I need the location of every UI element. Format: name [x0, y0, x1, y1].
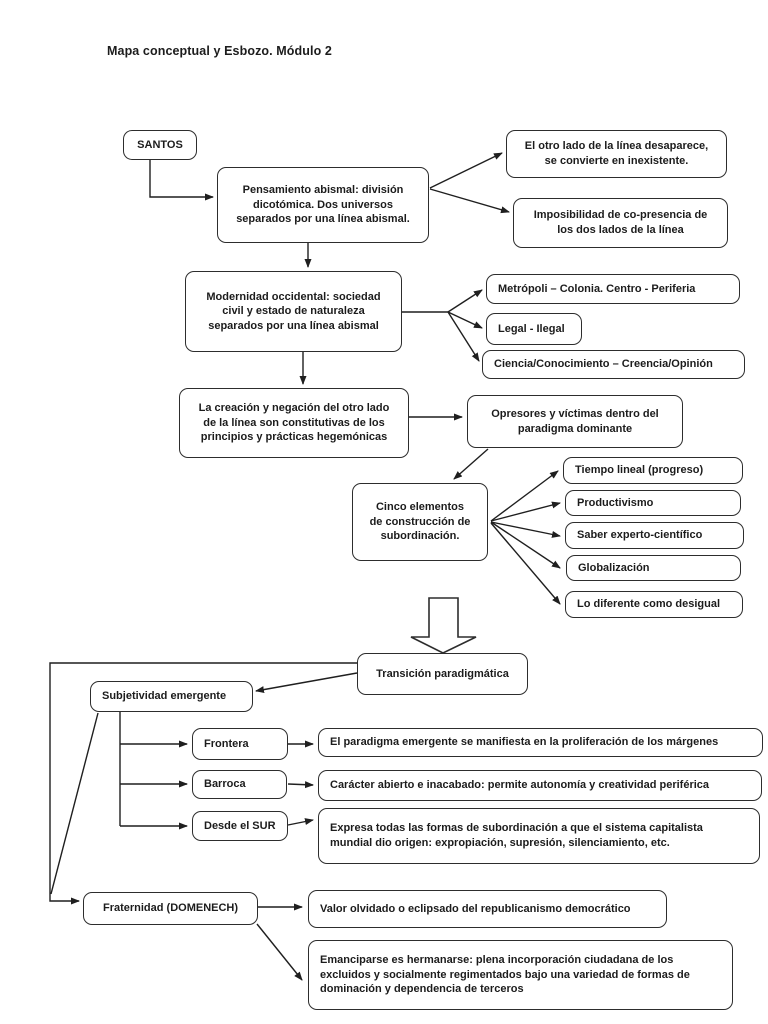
- edge-pensamiento-abismal-to-imposibilidad-copresencia: [429, 188, 510, 214]
- edge-transicion-paradigmatica-to-fraternidad-domenech: [49, 662, 357, 905]
- node-label: Valor olvidado o eclipsado del republica…: [320, 902, 631, 915]
- edge-subjetividad-emergente-to-left-junction: [50, 712, 99, 895]
- node-label: Cinco elementos: [375, 501, 465, 514]
- node-saber-experto: Saber experto-científico: [565, 522, 744, 549]
- node-otro-lado-desaparece: El otro lado de la línea desaparece, se c…: [506, 130, 727, 178]
- edge-fan-junction-to-ciencia-creencia: [447, 311, 480, 362]
- node-label: separados por una línea abismal: [208, 319, 379, 332]
- edge-desde-el-sur-to-expresa-subordinacion: [287, 818, 314, 826]
- node-label: dominación y dependencia de terceros: [320, 983, 524, 996]
- edge-santos-to-pensamiento-abismal: [149, 160, 214, 201]
- edge-fan-junction-to-metropoli-colonia: [447, 289, 483, 313]
- node-label: separados por una línea abismal.: [236, 213, 410, 226]
- node-label: Desde el SUR: [204, 819, 276, 832]
- node-label: Expresa todas las formas de subordinació…: [330, 822, 703, 835]
- node-label: Productivismo: [577, 496, 654, 509]
- node-label: Opresores y víctimas dentro del: [491, 407, 659, 420]
- node-caracter-abierto: Carácter abierto e inacabado: permite au…: [318, 770, 762, 801]
- edge-barroca-to-caracter-abierto: [287, 781, 314, 789]
- node-label: Pensamiento abismal: división: [242, 184, 404, 197]
- node-label: subordinación.: [380, 530, 460, 543]
- node-opresores-victimas: Opresores y víctimas dentro del paradigma…: [467, 395, 683, 448]
- node-label: Modernidad occidental: sociedad: [206, 290, 381, 303]
- edges: [49, 152, 561, 981]
- node-label: Imposibilidad de co-presencia de: [533, 209, 708, 222]
- node-label: los dos lados de la línea: [557, 224, 684, 236]
- node-label: Fraternidad (DOMENECH): [102, 902, 239, 915]
- edge-cinco-elementos-to-saber-experto: [490, 521, 561, 538]
- node-label: Tiempo lineal (progreso): [575, 464, 704, 477]
- node-transicion-paradigmatica: Transición paradigmática: [357, 653, 528, 695]
- node-label: El paradigma emergente se manifiesta en …: [330, 736, 719, 749]
- edge-fraternidad-domenech-to-emanciparse-hermanarse: [256, 923, 303, 981]
- node-label: Saber experto-científico: [577, 529, 703, 542]
- node-label: Transición paradigmática: [376, 667, 509, 680]
- node-label: mundial dio origen: expropiación, supres…: [330, 837, 670, 849]
- edge-cinco-elementos-to-productivismo: [490, 501, 561, 522]
- node-diferente-desigual: Lo diferente como desigual: [565, 591, 743, 618]
- node-label: Legal - Ilegal: [498, 322, 565, 335]
- node-label: Metrópoli – Colonia. Centro - Periferia: [498, 282, 696, 295]
- node-imposibilidad-copresencia: Imposibilidad de co-presencia de los dos …: [513, 198, 728, 248]
- node-santos: SANTOS: [123, 130, 197, 160]
- edge-pensamiento-abismal-to-otro-lado-desaparece: [429, 152, 503, 189]
- node-label: dicotómica. Dos universos: [253, 198, 393, 211]
- node-label: Frontera: [204, 737, 249, 750]
- node-emanciparse-hermanarse: Emanciparse es hermanarse: plena incorpo…: [308, 940, 733, 1010]
- edge-cinco-elementos-to-globalizacion: [490, 521, 561, 569]
- node-label: Carácter abierto e inacabado: permite au…: [330, 779, 710, 792]
- node-paradigma-margenes: El paradigma emergente se manifiesta en …: [318, 728, 763, 757]
- node-label: civil y estado de naturaleza: [222, 305, 365, 318]
- node-label: Ciencia/Conocimiento – Creencia/Opinión: [494, 358, 713, 371]
- node-expresa-subordinacion: Expresa todas las formas de subordinació…: [318, 808, 760, 864]
- node-label: Lo diferente como desigual: [577, 598, 721, 611]
- node-label: Globalización: [578, 561, 650, 574]
- node-modernidad-occidental: Modernidad occidental: sociedad civil y e…: [185, 271, 402, 352]
- node-label: principios y prácticas hegemónicas: [200, 431, 388, 444]
- edge-opresores-victimas-to-cinco-elementos: [453, 448, 489, 480]
- node-desde-el-sur: Desde el SUR: [192, 811, 288, 841]
- page-title: Mapa conceptual y Esbozo. Módulo 2: [107, 44, 332, 58]
- node-barroca: Barroca: [192, 770, 287, 799]
- node-label: de construcción de: [369, 515, 471, 528]
- node-legal-ilegal: Legal - Ilegal: [486, 313, 582, 345]
- down-block-arrow: [410, 597, 477, 654]
- node-frontera: Frontera: [192, 728, 288, 760]
- node-label: paradigma dominante: [517, 422, 633, 435]
- node-globalizacion: Globalización: [566, 555, 741, 581]
- node-label: SANTOS: [137, 138, 183, 151]
- node-subjetividad-emergente: Subjetividad emergente: [90, 681, 253, 712]
- node-valor-olvidado: Valor olvidado o eclipsado del republica…: [308, 890, 667, 928]
- node-fraternidad-domenech: Fraternidad (DOMENECH): [83, 892, 258, 925]
- node-label: El otro lado de la línea desaparece,: [524, 140, 709, 153]
- edge-cinco-elementos-to-diferente-desigual: [490, 522, 561, 605]
- node-metropoli-colonia: Metrópoli – Colonia. Centro - Periferia: [486, 274, 740, 304]
- node-tiempo-lineal: Tiempo lineal (progreso): [563, 457, 743, 484]
- edge-cinco-elementos-to-tiempo-lineal: [490, 470, 559, 522]
- node-label: de la línea son constitutivas de los: [203, 416, 385, 429]
- node-label: Emanciparse es hermanarse: plena incorpo…: [320, 954, 674, 967]
- edge-fan-junction-to-legal-ilegal: [447, 311, 483, 329]
- node-label: La creación y negación del otro lado: [198, 402, 390, 415]
- node-productivismo: Productivismo: [565, 490, 741, 516]
- node-label: Subjetividad emergente: [102, 690, 227, 703]
- node-ciencia-creencia: Ciencia/Conocimiento – Creencia/Opinión: [482, 350, 745, 379]
- node-label: excluidos y socialmente regimentados baj…: [320, 968, 690, 981]
- edge-transicion-paradigmatica-to-subjetividad-emergente: [255, 672, 358, 694]
- node-label: Barroca: [204, 778, 246, 791]
- node-label: se convierte en inexistente.: [544, 155, 689, 167]
